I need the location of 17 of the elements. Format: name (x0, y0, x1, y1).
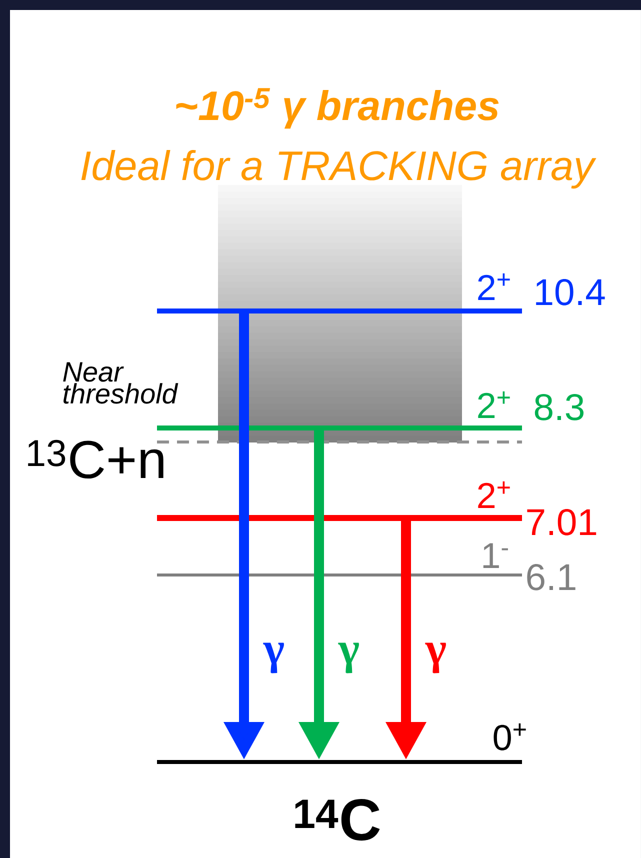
energy-label: 10.4 (536, 278, 605, 306)
edge-label: γ (263, 642, 284, 674)
energy-label: 6.1 (527, 564, 576, 590)
edge-label: γ (338, 642, 359, 674)
energy-label: 7.01 (527, 508, 596, 536)
spin-label: 2$^{+}$ (478, 391, 510, 418)
reaction-label: $^{13}$C+n (28, 440, 164, 479)
spin-label: 1$^{-}$ (483, 543, 508, 568)
spin-label: 2$^{+}$ (478, 481, 510, 508)
subtitle: Ideal for a TRACKING array (81, 150, 596, 189)
spin-label: 0$^{+}$ (494, 723, 526, 750)
title: ~10$^{-5}$ γ branches (176, 88, 499, 129)
energy-label: 8.3 (534, 394, 584, 420)
note-text: Near threshold (63, 362, 178, 404)
edge-label: γ (425, 642, 446, 674)
spin-label: 2$^{+}$ (478, 273, 510, 300)
nucleus-label: $^{14}$C (295, 799, 380, 841)
